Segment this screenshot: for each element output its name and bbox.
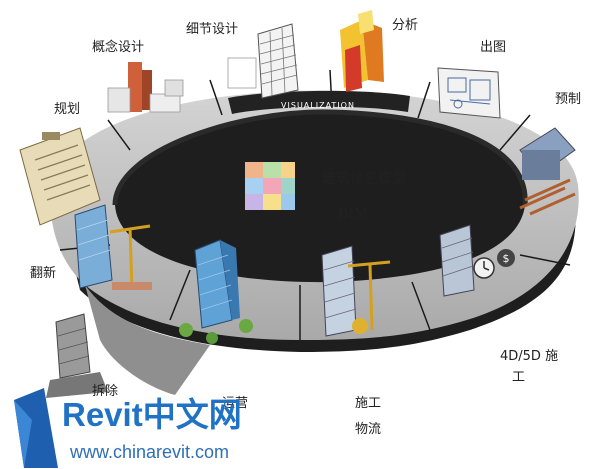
planning-clipboard-icon — [19, 127, 101, 226]
stage-label-concept: 概念设计 — [92, 40, 145, 55]
prefab-factory-icon — [519, 127, 576, 216]
stage-label-logistics: 施工 — [355, 396, 382, 411]
operation-building-icon — [179, 239, 253, 344]
center-subtitle: BIM — [338, 206, 369, 222]
ring-tail — [85, 285, 210, 395]
center-title: 建筑信息模型 — [322, 171, 406, 187]
svg-text:$: $ — [503, 252, 510, 265]
stage-label-prefab: 预制 — [555, 92, 582, 107]
stage-label-planning: 规划 — [54, 102, 81, 117]
drawing-blueprint-icon — [437, 67, 501, 119]
stage-label-operation: 运营 — [222, 396, 249, 411]
renovation-building-icon — [74, 204, 152, 291]
stage-label-detail: 细节设计 — [186, 22, 239, 37]
stage-label-renovation: 翻新 — [30, 266, 57, 281]
stage-label-construction-4d5d: 4D/5D 施 — [500, 349, 559, 364]
stage-label-demolition: 拆除 — [92, 384, 119, 399]
dollar-icon — [497, 249, 515, 267]
ring-inner-rim — [112, 109, 528, 206]
revit-logo-icon — [14, 388, 58, 468]
analysis-building-icon — [340, 10, 384, 92]
watermark-url: www.chinarevit.com — [70, 442, 230, 462]
stage-label-analysis: 分析 — [392, 18, 419, 33]
watermark-brand: Revit中文网 — [62, 396, 242, 433]
detail-design-building-icon — [227, 23, 299, 99]
demolition-rubble-icon — [46, 313, 108, 398]
logistics-crane-building-icon — [321, 245, 391, 337]
stage-label-construction-4d5d-line2: 工 — [512, 370, 526, 385]
visualization-band — [228, 90, 410, 114]
bim-cube-logo — [245, 162, 295, 210]
ring-label: VISUALIZATION — [281, 101, 355, 110]
stage-label-logistics-line2: 物流 — [355, 422, 382, 437]
stage-label-drawing: 出图 — [480, 40, 507, 55]
concept-design-building-icon — [107, 62, 184, 113]
construction-4d5d-building-icon: $ — [439, 224, 515, 297]
